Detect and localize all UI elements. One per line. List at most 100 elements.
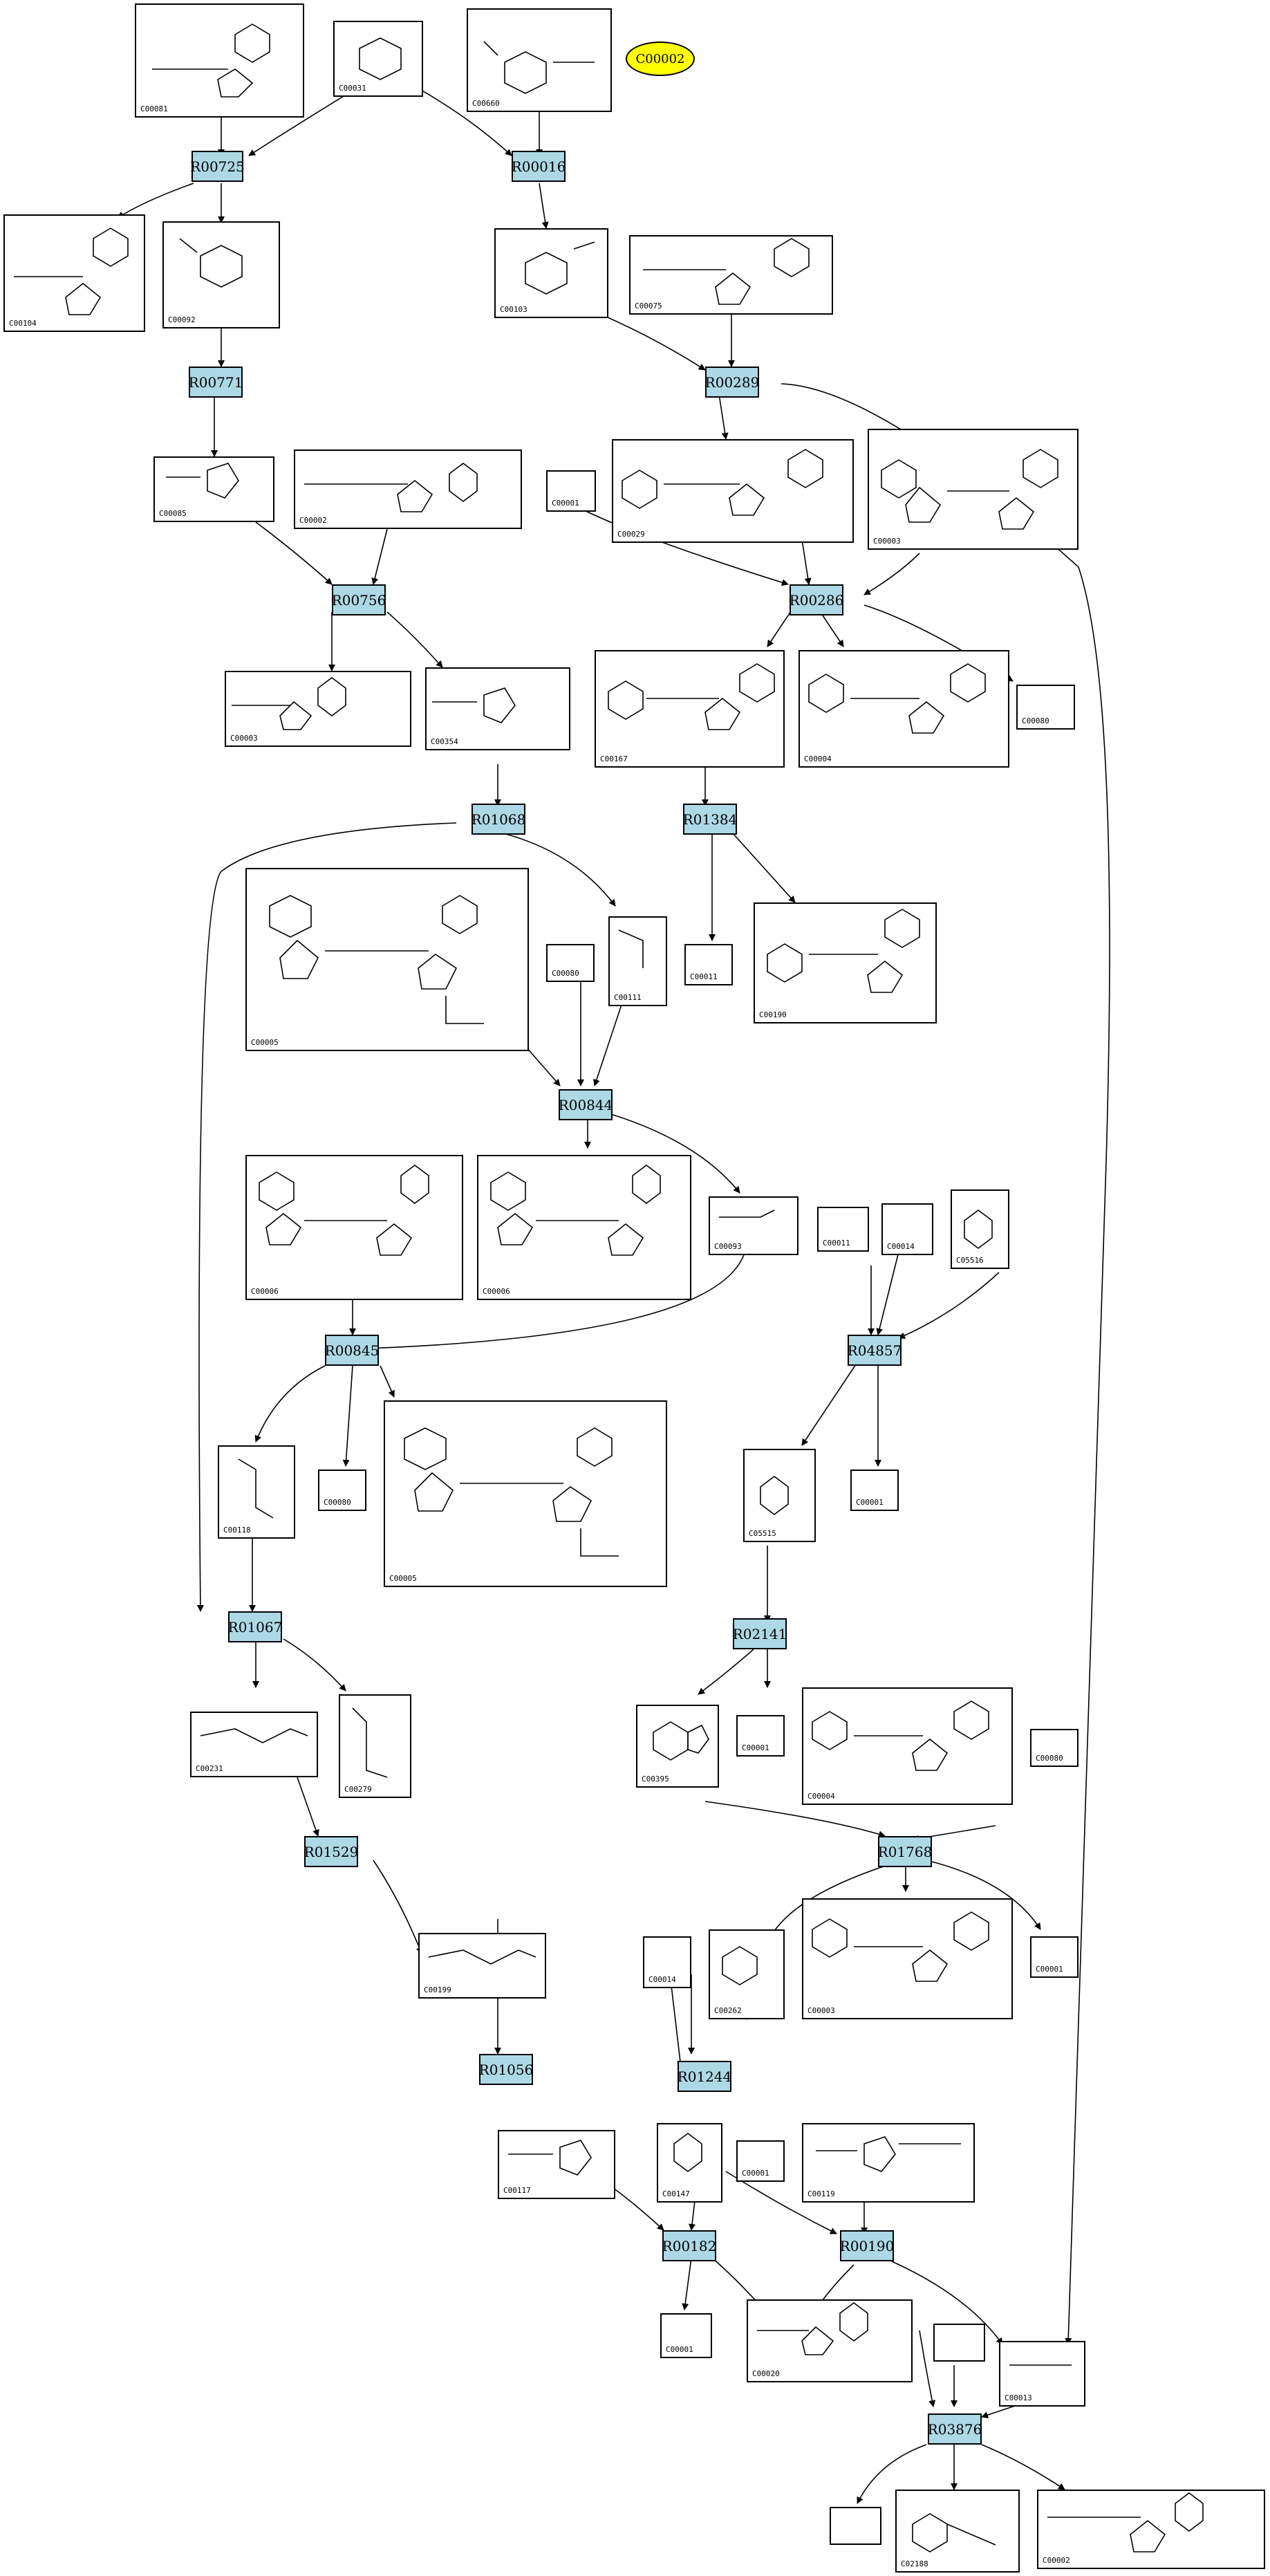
compound-id: C00004 — [804, 754, 832, 763]
reaction-node[interactable]: R00845 — [325, 1335, 379, 1366]
reaction-node[interactable]: R01067 — [228, 1611, 282, 1642]
compound-node[interactable]: C00119 — [802, 2123, 975, 2203]
compound-node[interactable]: C00002 — [1037, 2490, 1265, 2569]
reaction-id: R00756 — [331, 591, 386, 609]
compound-node[interactable] — [933, 2324, 985, 2362]
compound-node[interactable]: C00013 — [999, 2341, 1085, 2407]
compound-node[interactable]: C00081 — [135, 3, 304, 118]
compound-id: C00147 — [662, 2189, 690, 2198]
reaction-node[interactable]: R01768 — [878, 1836, 932, 1867]
compound-node[interactable]: C00005 — [384, 1400, 667, 1587]
compound-id: C00660 — [472, 99, 500, 108]
compound-id: C00262 — [714, 2006, 742, 2015]
compound-node[interactable]: C00006 — [477, 1155, 691, 1300]
compound-node[interactable]: C00075 — [629, 235, 833, 315]
reaction-node[interactable]: R00771 — [189, 367, 243, 398]
compound-node[interactable]: C00118 — [218, 1445, 295, 1539]
compound-node[interactable]: C00117 — [498, 2130, 615, 2199]
compound-node[interactable]: C02188 — [895, 2490, 1020, 2573]
compound-id: C00014 — [648, 1975, 676, 1984]
reaction-node[interactable]: R01056 — [479, 2054, 533, 2085]
compound-node[interactable]: C00001 — [736, 2140, 785, 2182]
compound-id: C00080 — [552, 969, 579, 978]
compound-id: C00020 — [752, 2369, 780, 2378]
reaction-node[interactable]: R01068 — [471, 804, 525, 835]
compound-node[interactable]: C00262 — [709, 1929, 785, 2019]
compound-node[interactable]: C00080 — [546, 944, 595, 982]
compound-id: C00003 — [873, 537, 901, 546]
reaction-id: R01067 — [227, 1618, 283, 1636]
reaction-node[interactable]: R00756 — [332, 584, 386, 615]
compound-node[interactable]: C00001 — [1030, 1936, 1078, 1978]
compound-id: C00080 — [1022, 716, 1049, 725]
compound-node[interactable]: C00103 — [494, 228, 608, 318]
compound-node[interactable]: C00279 — [339, 1694, 411, 1798]
reaction-node[interactable]: R00016 — [512, 151, 566, 182]
reaction-node[interactable]: R01529 — [304, 1836, 358, 1867]
compound-node[interactable]: C00003 — [868, 429, 1078, 550]
compound-node[interactable]: C00080 — [1030, 1729, 1078, 1767]
compound-node[interactable]: C00011 — [817, 1207, 869, 1252]
compound-node[interactable]: C00354 — [425, 667, 570, 750]
compound-id: C00001 — [742, 1743, 769, 1752]
compound-node[interactable]: C05516 — [951, 1189, 1009, 1269]
compound-node[interactable]: C00085 — [153, 456, 274, 522]
compound-id: C05516 — [956, 1256, 984, 1265]
compound-id: C00075 — [635, 302, 662, 311]
compound-id: C00031 — [339, 84, 366, 93]
compound-node[interactable]: C00080 — [1016, 685, 1075, 730]
compound-node[interactable]: C05515 — [743, 1449, 816, 1542]
compound-id: C02188 — [901, 2559, 928, 2568]
compound-node[interactable]: C00660 — [467, 8, 612, 112]
reaction-node[interactable]: R00725 — [190, 151, 245, 182]
compound-id: C00279 — [344, 1785, 372, 1794]
compound-node[interactable]: C00190 — [754, 902, 937, 1023]
compound-id: C00085 — [159, 509, 187, 518]
compound-node[interactable]: C00001 — [850, 1470, 899, 1511]
reaction-node[interactable]: R03876 — [928, 2413, 982, 2445]
reaction-node[interactable]: R01244 — [678, 2061, 731, 2092]
compound-id: C00029 — [617, 530, 645, 539]
reaction-node[interactable]: R00190 — [840, 2230, 894, 2261]
compound-node[interactable]: C00003 — [225, 671, 411, 747]
compound-node[interactable]: C00014 — [643, 1936, 691, 1988]
compound-node[interactable]: C00029 — [612, 439, 854, 543]
compound-node[interactable] — [830, 2507, 881, 2545]
compound-node[interactable]: C00004 — [802, 1687, 1013, 1805]
compound-node[interactable]: C00167 — [595, 650, 785, 768]
reaction-node[interactable]: R04857 — [848, 1335, 902, 1366]
compound-node[interactable]: C00147 — [657, 2123, 722, 2203]
reaction-id: R01529 — [304, 1843, 359, 1860]
compound-node[interactable]: C00080 — [318, 1470, 366, 1511]
compound-node[interactable]: C00004 — [799, 650, 1009, 768]
compound-node[interactable]: C00001 — [736, 1715, 785, 1757]
compound-node[interactable]: C00006 — [245, 1155, 463, 1300]
compound-node[interactable]: C00014 — [881, 1203, 933, 1255]
compound-node[interactable]: C00111 — [608, 916, 667, 1006]
compound-node[interactable]: C00011 — [684, 944, 733, 985]
compound-node[interactable]: C00104 — [3, 214, 145, 332]
compound-node[interactable]: C00002 — [294, 450, 522, 529]
compound-id: C00001 — [856, 1498, 884, 1507]
compound-node[interactable]: C00005 — [245, 868, 529, 1051]
reaction-node[interactable]: R02141 — [733, 1618, 787, 1649]
compound-node[interactable]: C00003 — [802, 1898, 1013, 2019]
reaction-id: R00844 — [558, 1096, 613, 1113]
reaction-node[interactable]: R00289 — [705, 367, 759, 398]
reaction-node[interactable]: R01384 — [683, 804, 737, 835]
compound-node[interactable]: C00001 — [546, 470, 596, 512]
compound-node[interactable]: C00020 — [747, 2299, 913, 2382]
reaction-id: R01244 — [677, 2068, 732, 2085]
compound-node[interactable]: C00001 — [660, 2313, 712, 2358]
compound-node[interactable]: C00092 — [162, 221, 280, 328]
reaction-node[interactable]: R00844 — [559, 1089, 613, 1120]
compound-node[interactable]: C00031 — [333, 21, 423, 97]
compound-node[interactable]: C00395 — [636, 1705, 719, 1788]
reaction-node[interactable]: R00182 — [662, 2230, 716, 2261]
compound-node[interactable]: C00093 — [709, 1196, 799, 1255]
compound-id: C00118 — [223, 1526, 251, 1535]
reaction-node[interactable]: R00286 — [790, 584, 843, 615]
compound-node[interactable]: C00231 — [190, 1712, 318, 1777]
compound-id: C00005 — [389, 1574, 417, 1583]
compound-node[interactable]: C00199 — [418, 1933, 546, 1999]
